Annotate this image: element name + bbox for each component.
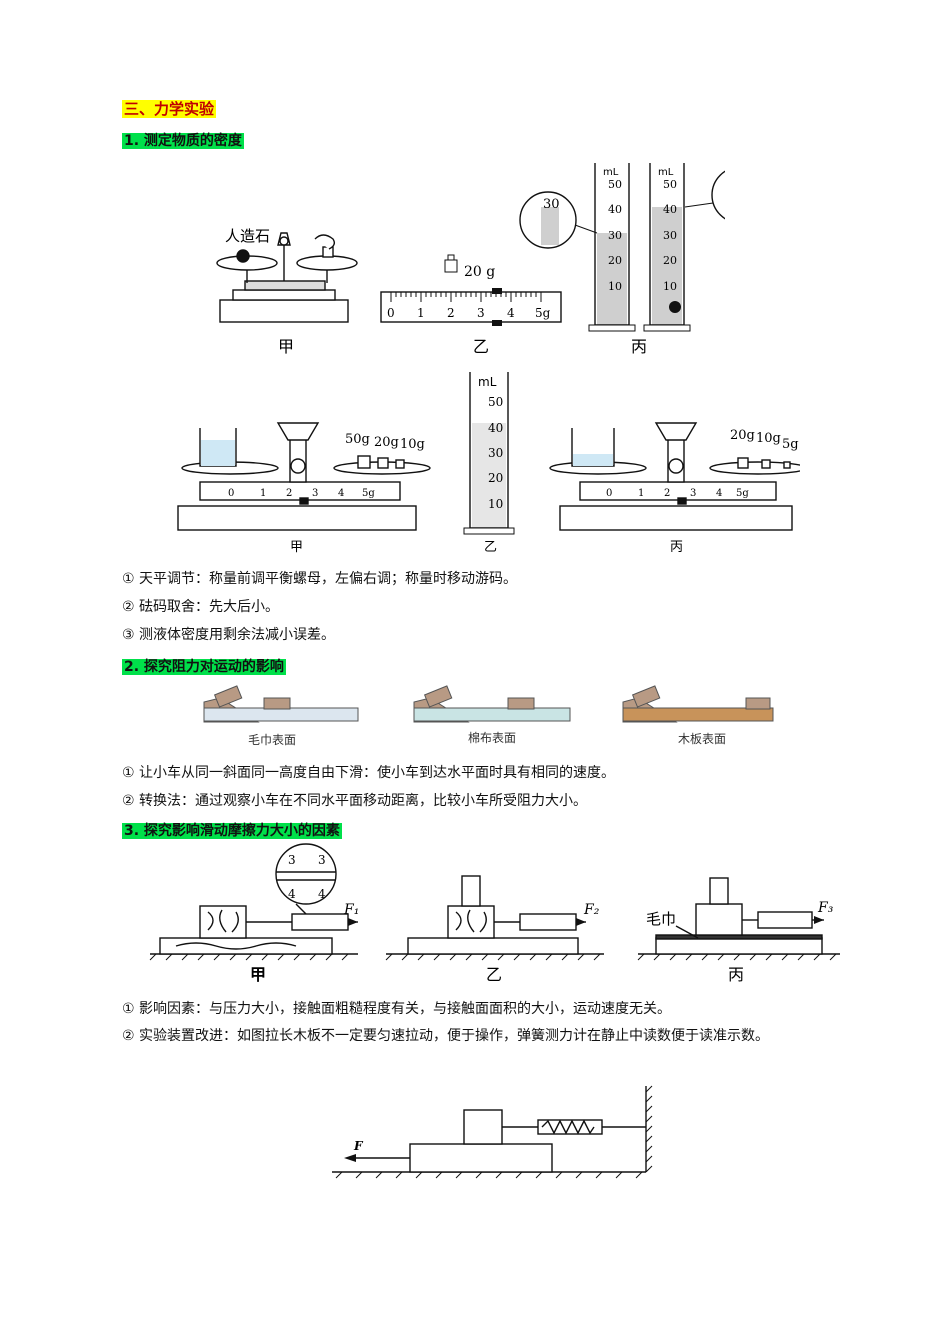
svg-text:5g: 5g xyxy=(782,437,799,452)
density-figure-2: 50g 20g 10g 0 1 2 3 4 5g mL 50 40 30 20 … xyxy=(177,372,800,555)
svg-text:30: 30 xyxy=(608,229,622,242)
friction-setup-3 xyxy=(638,877,840,955)
svg-text:丙: 丙 xyxy=(670,540,683,555)
svg-text:10g: 10g xyxy=(400,437,425,452)
svg-text:30: 30 xyxy=(663,229,677,242)
svg-text:5g: 5g xyxy=(362,488,375,499)
balance-right xyxy=(549,422,800,531)
svg-text:20: 20 xyxy=(663,254,677,267)
svg-text:3: 3 xyxy=(690,488,696,499)
svg-text:棉布表面: 棉布表面 xyxy=(468,731,516,745)
resistance-note-2: ② 转换法：通过观察小车在不同水平面移动距离，比较小车所受阻力大小。 xyxy=(122,793,587,809)
svg-text:甲: 甲 xyxy=(290,540,303,555)
rider-ruler: 20 g 0 1 2 3 4 5g xyxy=(380,254,562,326)
svg-text:40: 40 xyxy=(488,421,503,435)
svg-text:5g: 5g xyxy=(535,306,551,320)
wood-surface xyxy=(622,685,774,723)
svg-text:1: 1 xyxy=(638,488,644,499)
heading-resistance: 2. 探究阻力对运动的影响 xyxy=(122,659,286,675)
svg-text:甲: 甲 xyxy=(278,337,294,356)
svg-text:3: 3 xyxy=(312,488,318,499)
svg-text:毛巾表面: 毛巾表面 xyxy=(248,733,296,747)
resistance-note-1: ① 让小车从同一斜面同一高度自由下滑：使小车到达水平面时具有相同的速度。 xyxy=(122,765,615,781)
svg-text:丙: 丙 xyxy=(728,965,744,984)
resistance-figure: 毛巾表面 棉布表面 木板表面 xyxy=(203,685,774,747)
friction-figure: 3 3 4 4 F₁ F₂ F₃ 毛巾 甲 乙 xyxy=(149,843,840,984)
svg-text:4: 4 xyxy=(716,488,722,499)
svg-text:40: 40 xyxy=(608,203,622,216)
stone-label: 人造石 xyxy=(225,227,270,245)
cylinder-liquid: mL 50 40 30 20 10 xyxy=(463,372,515,535)
svg-text:0: 0 xyxy=(606,488,612,499)
svg-text:4: 4 xyxy=(338,488,344,499)
svg-text:4: 4 xyxy=(507,306,515,320)
svg-text:乙: 乙 xyxy=(473,337,489,356)
svg-text:0: 0 xyxy=(387,306,395,320)
svg-text:30: 30 xyxy=(488,446,503,460)
svg-text:2: 2 xyxy=(664,488,670,499)
force-f: F xyxy=(353,1139,364,1153)
svg-text:3: 3 xyxy=(477,306,485,320)
svg-text:乙: 乙 xyxy=(486,965,502,984)
svg-text:mL: mL xyxy=(603,167,619,178)
svg-text:10: 10 xyxy=(608,280,622,293)
heading-density: 1. 测定物质的密度 xyxy=(122,133,244,149)
balance-left xyxy=(177,422,431,531)
svg-text:50: 50 xyxy=(608,178,622,191)
density-note-1: ① 天平调节：称量前调平衡螺母，左偏右调；称量时移动游码。 xyxy=(122,571,517,587)
weight-label: 20 g xyxy=(464,264,495,280)
svg-text:0: 0 xyxy=(228,488,234,499)
friction-setup-2 xyxy=(386,875,604,955)
svg-text:mL: mL xyxy=(658,167,674,178)
svg-text:3: 3 xyxy=(318,853,326,867)
svg-text:乙: 乙 xyxy=(484,540,497,555)
svg-text:5g: 5g xyxy=(736,488,749,499)
svg-text:甲: 甲 xyxy=(250,965,266,984)
svg-text:40: 40 xyxy=(663,203,677,216)
svg-text:1: 1 xyxy=(260,488,266,499)
svg-text:2: 2 xyxy=(447,306,455,320)
svg-text:4: 4 xyxy=(288,887,296,901)
svg-text:10: 10 xyxy=(663,280,677,293)
density-note-2: ② 砝码取舍：先大后小。 xyxy=(122,599,280,615)
friction-setup-1 xyxy=(150,843,358,955)
friction-note-2: ② 实验装置改进：如图拉长木板不一定要匀速拉动，便于操作，弹簧测力计在静止中读数… xyxy=(122,1028,769,1044)
svg-text:20g: 20g xyxy=(374,435,399,450)
cotton-surface xyxy=(413,685,571,723)
heading-friction: 3. 探究影响滑动摩擦力大小的因素 xyxy=(122,823,342,839)
density-figure-1: 人造石 20 g 0 1 2 3 4 5g mL 50 40 30 20 10 xyxy=(216,163,725,356)
force-f3: F₃ xyxy=(817,900,834,916)
svg-text:3: 3 xyxy=(288,853,296,867)
svg-text:4: 4 xyxy=(318,887,326,901)
svg-text:2: 2 xyxy=(286,488,292,499)
force-f1: F₁ xyxy=(343,902,359,918)
svg-text:木板表面: 木板表面 xyxy=(678,732,726,746)
svg-text:10: 10 xyxy=(488,497,503,511)
towel-label: 毛巾 xyxy=(646,910,676,928)
svg-text:50: 50 xyxy=(488,395,503,409)
readout-30: 30 xyxy=(543,197,560,212)
force-f2: F₂ xyxy=(583,902,600,918)
svg-text:mL: mL xyxy=(478,375,497,389)
svg-text:20g: 20g xyxy=(730,428,755,443)
svg-text:丙: 丙 xyxy=(631,337,647,356)
svg-text:50g: 50g xyxy=(345,432,370,447)
balance-illustration xyxy=(216,232,358,323)
svg-text:1: 1 xyxy=(417,306,425,320)
improved-apparatus-figure: F xyxy=(332,1085,653,1179)
density-note-3: ③ 测液体密度用剩余法减小误差。 xyxy=(122,627,336,643)
svg-text:20: 20 xyxy=(608,254,622,267)
friction-note-1: ① 影响因素：与压力大小，接触面粗糙程度有关，与接触面面积的大小，运动速度无关。 xyxy=(122,1001,671,1017)
svg-text:20: 20 xyxy=(488,471,503,485)
svg-text:10g: 10g xyxy=(756,431,781,446)
section-title: 三、力学实验 xyxy=(122,100,217,118)
svg-text:50: 50 xyxy=(663,178,677,191)
cylinder-1: mL 50 40 30 20 10 30 xyxy=(519,163,636,332)
magnifier-2 xyxy=(711,170,725,220)
towel-surface xyxy=(203,685,359,723)
cylinder-2: mL 50 40 30 20 10 40 xyxy=(643,163,725,332)
